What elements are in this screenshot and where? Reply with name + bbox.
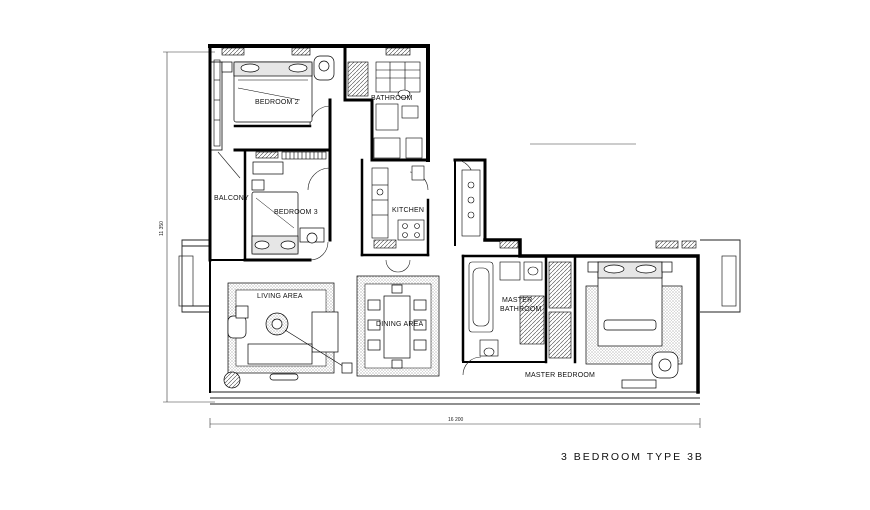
master-bathroom-fixtures (468, 261, 545, 357)
living-area-furniture (223, 282, 353, 389)
dimension-lines (163, 51, 701, 428)
master-wardrobe (548, 261, 572, 359)
label-master-bedroom: MASTER BEDROOM (525, 372, 595, 379)
label-bedroom-3: BEDROOM 3 (274, 209, 318, 216)
balcony-entry (213, 59, 221, 147)
label-bedroom-2: BEDROOM 2 (255, 99, 299, 106)
label-kitchen: KITCHEN (392, 207, 424, 214)
bedroom-2-furniture (221, 55, 335, 123)
label-master-bath-line1: MASTER (502, 297, 532, 304)
dimension-width: 16 200 (448, 417, 464, 423)
walls (208, 44, 700, 394)
balcony-outline (178, 61, 741, 405)
label-living-area: LIVING AREA (257, 293, 303, 300)
label-dining-area: DINING AREA (376, 321, 423, 328)
label-balcony: BALCONY (214, 195, 249, 202)
dining-area-furniture (356, 275, 440, 377)
dimension-height: 11 350 (159, 221, 165, 236)
label-master-bath-line2: BATHROOM (500, 306, 542, 313)
master-bedroom-furniture (585, 261, 683, 389)
kitchen-fixtures (371, 165, 481, 241)
windows (221, 47, 697, 249)
bedroom-3-furniture (251, 161, 325, 255)
bathroom-top-fixtures (347, 61, 423, 159)
plan-title: 3 BEDROOM TYPE 3B (561, 451, 704, 463)
label-bathroom: BATHROOM (371, 95, 413, 102)
window-mullions (285, 152, 323, 159)
